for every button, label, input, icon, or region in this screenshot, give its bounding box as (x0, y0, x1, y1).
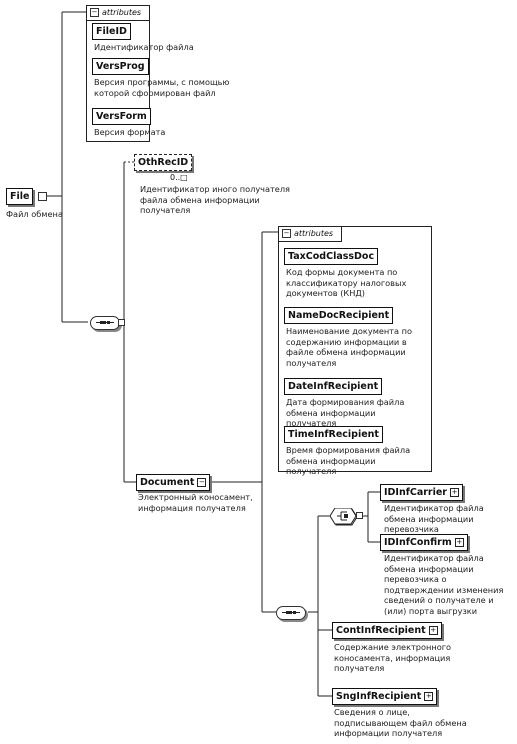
element-name: File (10, 191, 30, 202)
collapse-icon[interactable]: − (282, 229, 291, 238)
expand-icon[interactable]: + (424, 692, 434, 701)
attributes-header[interactable]: −attributes (87, 6, 150, 21)
attribute-description: Версия программы, с помощью которой сфор… (94, 77, 230, 98)
attribute-description: Дата формирования файла обмена информаци… (286, 397, 405, 428)
attribute-description: Время формирования файла обмена информац… (286, 445, 411, 476)
attribute-name: TimeInfRecipient (288, 429, 379, 440)
attribute-description: Идентификатор файла (94, 42, 194, 52)
attribute-versform[interactable]: VersForm (92, 108, 151, 125)
sequence-compositor-icon[interactable] (90, 316, 120, 330)
element-description: Идентификатор файла обмена информации пе… (384, 553, 504, 616)
attribute-dateinfrecipient[interactable]: DateInfRecipient (284, 378, 383, 395)
attribute-name: NameDocRecipient (288, 310, 390, 321)
element-name: OthRecID (138, 157, 189, 168)
element-description: Идентификатор иного получателя файла обм… (140, 184, 290, 215)
expand-icon[interactable]: − (197, 478, 207, 487)
element-name: IDInfCarrier (384, 487, 447, 498)
attribute-description: Код формы документа по классификатору на… (286, 267, 407, 298)
attribute-description: Наименование документа по содержанию инф… (286, 326, 413, 368)
element-description: Сведения о лице, подписывающем файл обме… (334, 707, 467, 738)
element-othrecid[interactable]: OthRecID (134, 154, 193, 171)
attribute-taxcodclassdoc[interactable]: TaxCodClassDoc (284, 248, 379, 265)
element-idinfconfirm[interactable]: IDInfConfirm+ (380, 534, 468, 551)
attributes-label: attributes (294, 229, 334, 238)
attribute-description: Версия формата (94, 127, 166, 137)
element-document[interactable]: Document− (136, 474, 211, 491)
element-file[interactable]: File (6, 188, 34, 205)
element-description: Идентификатор файла обмена информации пе… (384, 503, 484, 534)
attribute-timeinfrecipient[interactable]: TimeInfRecipient (284, 426, 383, 443)
attribute-name: VersForm (96, 111, 147, 122)
attribute-name: DateInfRecipient (288, 381, 379, 392)
attribute-name: VersProg (96, 61, 145, 72)
element-name: Document (140, 477, 195, 488)
element-description: Файл обмена (6, 209, 63, 219)
connector-box (356, 512, 363, 519)
cardinality: 0..□ (170, 173, 188, 182)
attribute-name: TaxCodClassDoc (288, 251, 375, 262)
attributes-label: attributes (102, 8, 142, 17)
expand-icon[interactable]: + (450, 488, 459, 497)
sequence-compositor-icon[interactable] (276, 606, 306, 620)
attribute-namedocrecipient[interactable]: NameDocRecipient (284, 307, 394, 324)
attributes-header[interactable]: −attributes (279, 227, 342, 242)
element-idinfcarrier[interactable]: IDInfCarrier+ (380, 484, 463, 501)
attribute-name: FileID (96, 26, 127, 37)
element-snginfrecipient[interactable]: SngInfRecipient+ (332, 688, 438, 705)
element-continfrecipient[interactable]: ContInfRecipient+ (332, 622, 442, 639)
expand-icon[interactable]: + (454, 538, 464, 547)
connector-box (118, 319, 125, 326)
element-description: Электронный коносамент, информация получ… (138, 492, 253, 513)
element-name: IDInfConfirm (384, 537, 452, 548)
element-description: Содержание электронного коносамента, инф… (334, 642, 452, 673)
element-name: SngInfRecipient (336, 691, 422, 702)
element-name: ContInfRecipient (336, 625, 426, 636)
connector-box (38, 192, 47, 201)
expand-icon[interactable]: + (428, 626, 438, 635)
attribute-fileid[interactable]: FileID (92, 23, 131, 40)
choice-compositor-icon[interactable] (329, 507, 358, 526)
attribute-versprog[interactable]: VersProg (92, 58, 149, 75)
collapse-icon[interactable]: − (90, 8, 99, 17)
